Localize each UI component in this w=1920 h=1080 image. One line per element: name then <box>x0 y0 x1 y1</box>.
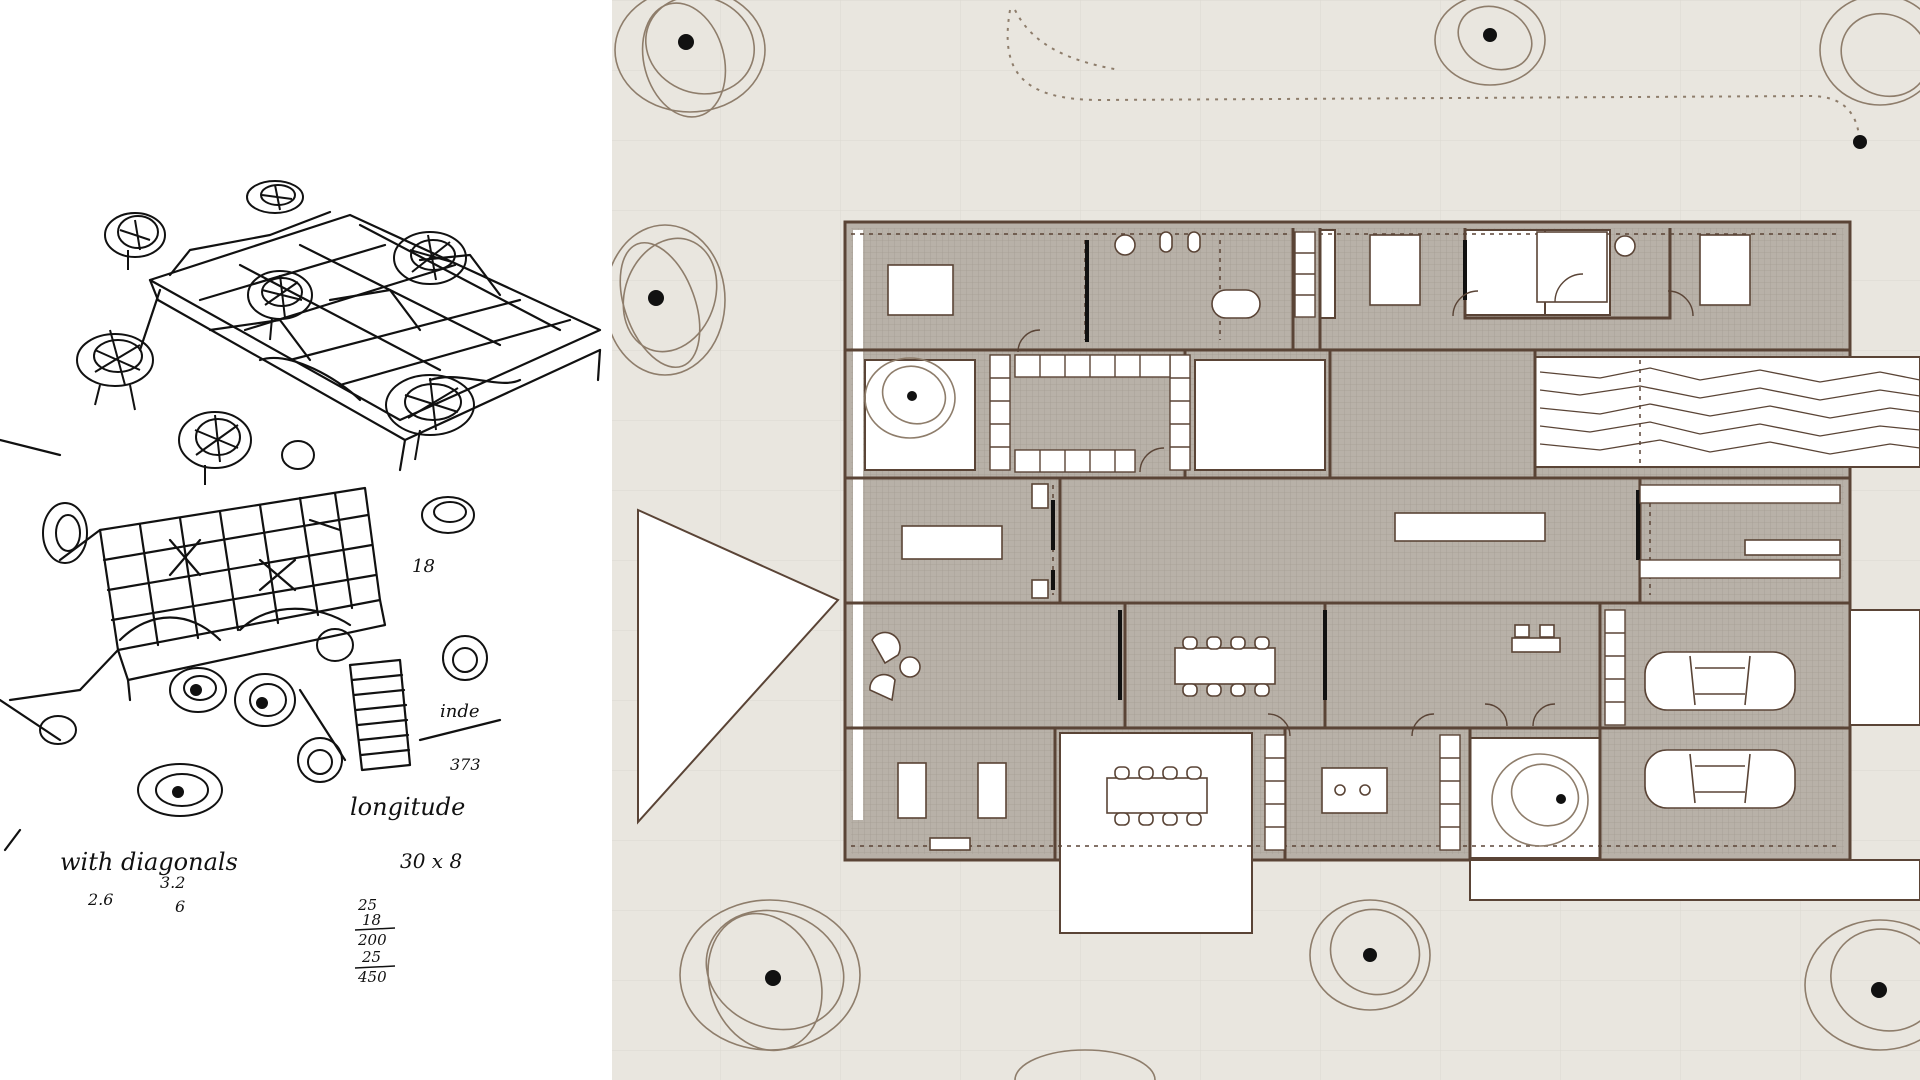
furniture <box>869 231 1841 851</box>
tree <box>1434 0 1546 86</box>
driveway <box>1469 859 1920 901</box>
courtyard-central <box>1194 359 1326 471</box>
tree <box>864 357 956 439</box>
bed <box>1699 234 1751 306</box>
sketch-tree <box>247 270 313 341</box>
note-c3: 200 <box>357 931 387 949</box>
floor-plan-panel <box>612 0 1920 1080</box>
sketch-tree <box>281 440 315 470</box>
structural-elements <box>1051 240 1640 700</box>
sketch-tree <box>442 635 488 681</box>
sketch-tree <box>297 737 343 783</box>
toilet <box>1114 234 1136 256</box>
armchair <box>869 673 896 702</box>
sketch-tree <box>234 673 296 727</box>
note-c2: 18 <box>362 911 381 929</box>
side-table <box>899 656 921 678</box>
sketch-lower-volume <box>58 486 387 702</box>
dining-chairs <box>1182 636 1270 697</box>
note-m3: 6 <box>175 897 185 916</box>
note-line-1: longitude <box>350 793 465 821</box>
bookshelf <box>977 762 1007 819</box>
note-18: 18 <box>412 556 435 577</box>
long-table <box>1394 512 1546 542</box>
courtyard-entry <box>1469 737 1601 859</box>
bookshelf <box>897 762 927 819</box>
storage-blocks <box>989 231 1841 851</box>
sketch-ground-lines <box>0 438 82 852</box>
toilet <box>1614 235 1636 257</box>
entry-plinth <box>637 508 840 825</box>
tree <box>1804 919 1920 1051</box>
sketch-tree <box>169 667 227 713</box>
note-m1: 2.6 <box>87 890 113 909</box>
bed <box>1369 234 1421 306</box>
car <box>1644 749 1796 809</box>
sketch-tree <box>39 715 77 745</box>
note-side: inde <box>440 701 480 722</box>
sketch-tree <box>42 502 88 564</box>
tree <box>1309 899 1431 1011</box>
sketch-notes: 18 inde 373 longitude with diagonals 30 … <box>60 556 481 986</box>
note-c5: 450 <box>357 968 387 986</box>
tree <box>1014 1049 1156 1080</box>
sketch-tree <box>316 628 354 662</box>
sketch-tree <box>137 763 223 817</box>
note-dims: 30 x 8 <box>400 849 462 873</box>
concept-sketch: 18 inde 373 longitude with diagonals 30 … <box>0 180 602 986</box>
interior-walls <box>845 228 1850 860</box>
kitchen-island <box>1321 767 1388 814</box>
bathtub <box>1211 289 1261 319</box>
courtyard-dining <box>1059 732 1253 934</box>
bed <box>887 264 954 316</box>
outdoor-dining-table <box>1106 777 1208 814</box>
courtyard-tree <box>864 359 976 471</box>
sketch-tree <box>393 231 467 285</box>
sketch-upper-volume <box>138 210 602 472</box>
note-c1: 25 <box>357 896 377 914</box>
note-line-2: with diagonals <box>60 848 238 876</box>
sketch-tree <box>178 411 252 485</box>
wood-deck <box>1534 356 1920 468</box>
note-m2: 3.2 <box>160 873 185 892</box>
shower <box>1536 231 1608 303</box>
sketch-trees <box>39 180 488 817</box>
note-small: 373 <box>450 755 481 774</box>
shelf <box>1744 539 1841 556</box>
sketch-tree <box>421 496 475 534</box>
sketch-stairs <box>298 658 502 772</box>
armchair <box>871 631 901 665</box>
sketch-tree <box>246 180 304 214</box>
service-strip <box>1319 229 1336 319</box>
tree <box>1491 753 1589 847</box>
note-c4: 25 <box>361 948 381 966</box>
sketch-tree <box>104 212 166 270</box>
dining-table <box>1174 647 1276 685</box>
low-table <box>901 525 1003 560</box>
door-swings <box>1017 273 1694 737</box>
concept-sketch-panel: 18 inde 373 longitude with diagonals 30 … <box>0 0 612 1080</box>
desk <box>1511 637 1561 653</box>
car <box>1644 651 1796 711</box>
sketch-tree <box>385 374 475 461</box>
tree <box>679 899 861 1052</box>
sketch-tree <box>76 329 154 411</box>
exterior-paths <box>1469 609 1920 901</box>
floor-plan <box>612 0 1920 1080</box>
tree <box>1819 0 1920 149</box>
courtyard-trees <box>864 357 1589 847</box>
tree <box>612 224 726 376</box>
